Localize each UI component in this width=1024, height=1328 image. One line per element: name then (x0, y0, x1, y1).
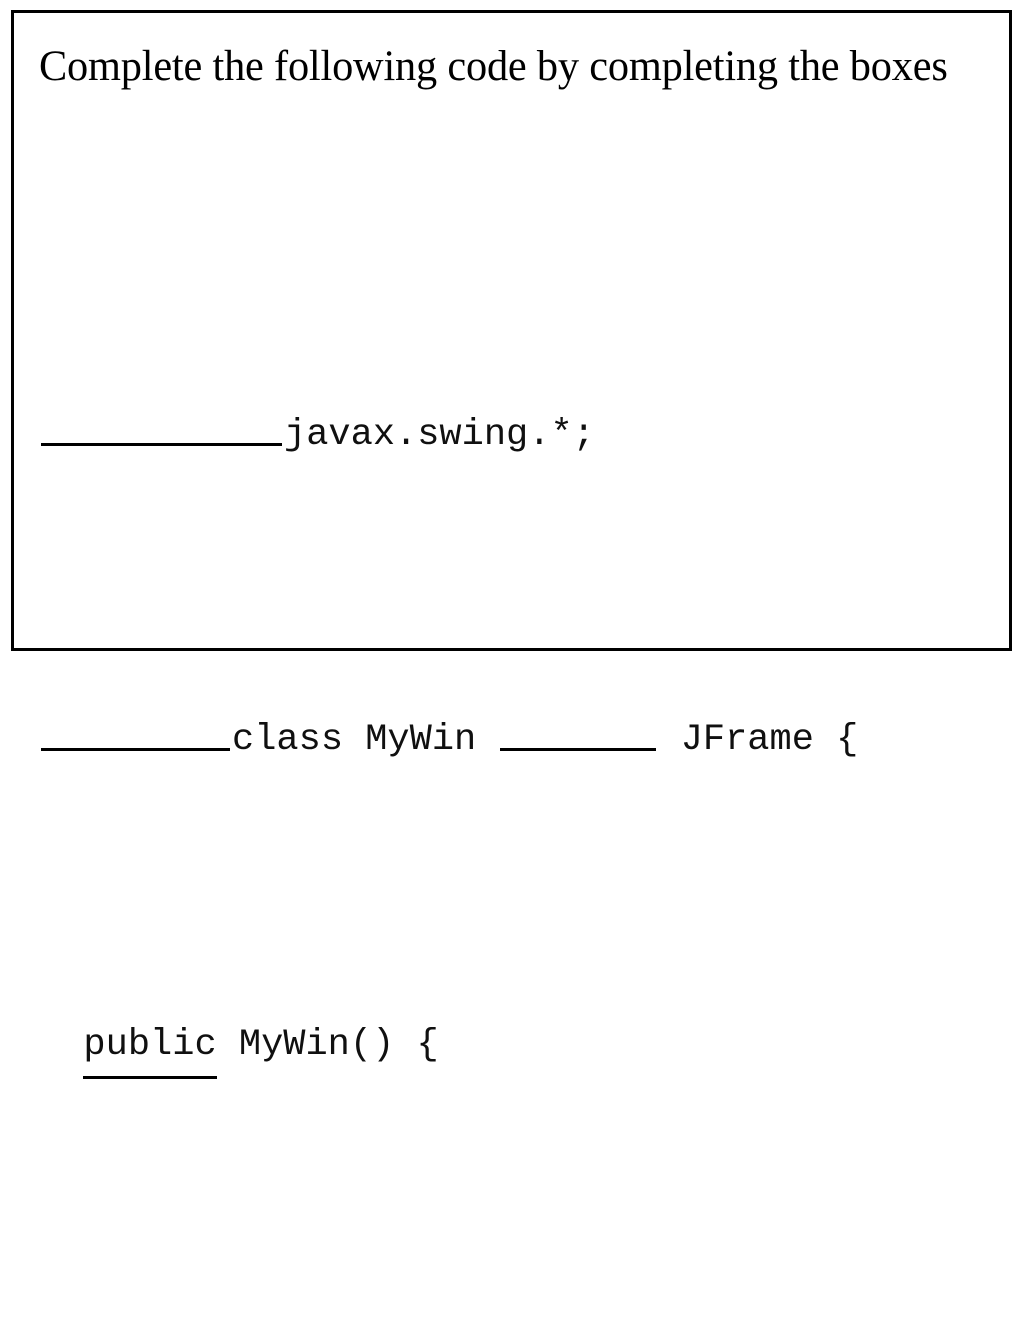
slide: Complete the following code by completin… (11, 10, 1012, 1079)
code-block: javax.swing.*; class MyWin JFrame { publ… (39, 161, 1004, 1328)
code-text-import: javax.swing.*; (284, 414, 595, 456)
code-text-superclass: JFrame { (680, 719, 859, 761)
blank-field-import[interactable] (39, 407, 284, 446)
code-line-super: super("My Window"); (39, 1320, 1004, 1328)
code-space-1 (476, 719, 498, 761)
code-indent-2 (39, 1024, 83, 1066)
code-space-2 (658, 719, 680, 761)
page-title: Complete the following code by completin… (39, 43, 948, 90)
blank-field-extends[interactable] (498, 712, 658, 751)
code-line-constructor: public MyWin() { (39, 1015, 1004, 1079)
code-text-class: class MyWin (232, 719, 477, 761)
code-line-import: javax.swing.*; (39, 405, 1004, 466)
answer-public: public (83, 1015, 217, 1079)
answer-super: super (128, 1320, 239, 1328)
code-line-class-decl: class MyWin JFrame { (39, 710, 1004, 771)
blank-field-modifier[interactable] (39, 712, 232, 751)
code-text-constructor: MyWin() { (216, 1024, 439, 1066)
slide-border-frame: Complete the following code by completin… (11, 10, 1012, 1079)
